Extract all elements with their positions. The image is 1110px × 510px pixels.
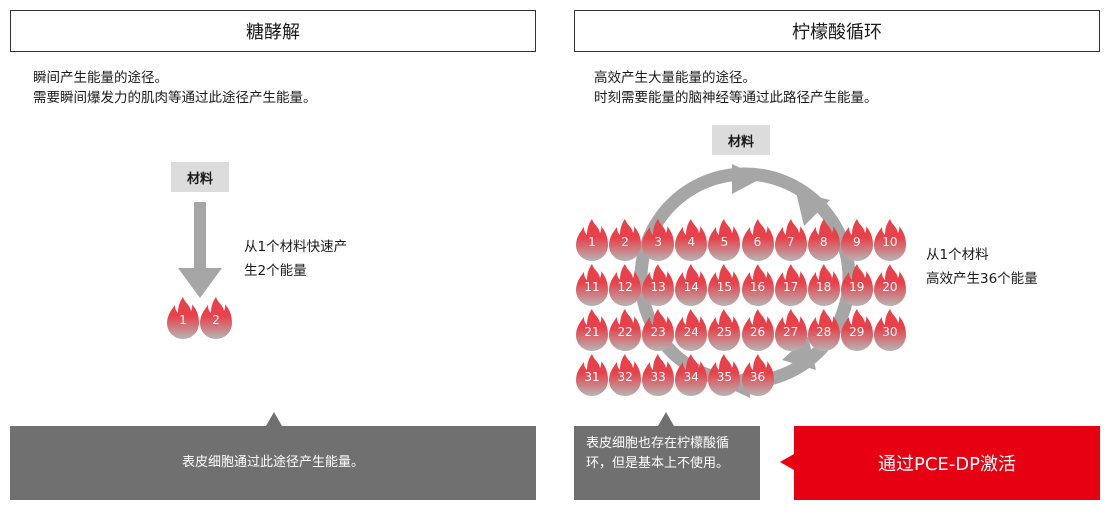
flame-number: 25 — [716, 325, 733, 339]
citric-cycle-callout-pointer — [658, 412, 674, 426]
flame-number: 23 — [650, 325, 666, 339]
flame-number: 12 — [617, 280, 633, 294]
flame-icon: 19 — [840, 263, 874, 307]
flame-number: 11 — [584, 280, 600, 294]
flame-number: 2 — [621, 235, 629, 249]
flame-number: 14 — [683, 280, 699, 294]
flame-number: 18 — [816, 280, 832, 294]
cycle-arrowhead-bottom-right — [782, 336, 816, 370]
flame-icon: 17 — [774, 263, 808, 307]
flame-icon: 3 — [641, 218, 675, 262]
flame-icon: 18 — [807, 263, 841, 307]
glycolysis-side-text: 从1个材料快速产 生2个能量 — [244, 239, 348, 279]
flame-icon: 21 — [575, 308, 609, 352]
flame-icon: 13 — [641, 263, 675, 307]
flame-icon: 29 — [840, 308, 874, 352]
flame-number: 31 — [584, 370, 600, 384]
flame-icon: 28 — [807, 308, 841, 352]
flame-icon: 2 — [608, 218, 642, 262]
flame-icon: 11 — [575, 263, 609, 307]
glycolysis-callout-pointer — [266, 412, 282, 426]
flame-number: 3 — [654, 235, 662, 249]
cycle-arrowhead-top — [732, 164, 762, 194]
flame-number: 19 — [849, 280, 865, 294]
flame-icon: 16 — [741, 263, 775, 307]
flame-icon: 12 — [608, 263, 642, 307]
citric-cycle-material-label: 材料 — [712, 125, 770, 155]
flame-icon: 23 — [641, 308, 675, 352]
flame-number: 13 — [650, 280, 666, 294]
flame-icon: 14 — [674, 263, 708, 307]
flame-number: 34 — [683, 370, 699, 384]
glycolysis-material-label: 材料 — [171, 162, 229, 192]
glycolysis-description: 瞬间产生能量的途径。 需要瞬间爆发力的肌肉等通过此途径产生能量。 — [33, 70, 317, 106]
citric-cycle-side-text: 从1个材料 高效产生36个能量 — [926, 247, 1038, 287]
flame-icon: 31 — [575, 353, 609, 397]
flame-number: 24 — [683, 325, 699, 339]
flame-number: 21 — [584, 325, 600, 339]
flame-icon: 6 — [741, 218, 775, 262]
flame-icon: 25 — [707, 308, 741, 352]
flame-number: 1 — [588, 235, 596, 249]
flame-icon: 32 — [608, 353, 642, 397]
flame-icon: 5 — [707, 218, 741, 262]
flame-number: 2 — [212, 313, 220, 327]
cycle-arrowhead-right — [796, 192, 830, 226]
flame-icon: 2 — [199, 296, 233, 340]
flame-number: 7 — [786, 235, 795, 249]
citric-cycle-description: 高效产生大量能量的途径。 时刻需要能量的脑神经等通过此路径产生能量。 — [594, 70, 878, 106]
flame-icon: 35 — [707, 353, 741, 397]
flame-number: 15 — [716, 280, 733, 294]
flame-number: 9 — [852, 235, 861, 249]
flame-number: 6 — [753, 235, 762, 249]
flame-number: 35 — [716, 370, 733, 384]
flame-number: 20 — [882, 280, 898, 294]
flame-icon: 7 — [774, 218, 808, 262]
flame-icon: 33 — [641, 353, 675, 397]
flame-icon: 26 — [741, 308, 775, 352]
flame-icon: 8 — [807, 218, 841, 262]
flame-icon: 24 — [674, 308, 708, 352]
flame-number: 16 — [749, 280, 766, 294]
flame-number: 27 — [782, 325, 799, 339]
flame-icon: 34 — [674, 353, 708, 397]
flame-number: 28 — [816, 325, 832, 339]
flame-number: 32 — [617, 370, 633, 384]
flame-number: 29 — [849, 325, 865, 339]
flame-number: 5 — [720, 235, 729, 249]
flame-number: 22 — [617, 325, 633, 339]
flame-icon: 27 — [774, 308, 808, 352]
flame-icon: 30 — [873, 308, 907, 352]
flame-number: 26 — [749, 325, 766, 339]
citric-cycle-title: 柠檬酸循环 — [574, 10, 1100, 52]
flame-number: 17 — [782, 280, 799, 294]
flame-number: 4 — [687, 235, 696, 249]
flame-number: 30 — [882, 325, 898, 339]
flame-icon: 10 — [873, 218, 907, 262]
citric-cycle-callout: 表皮细胞也存在柠檬酸循环，但是基本上不使用。 — [574, 426, 760, 500]
flame-icon: 1 — [575, 218, 609, 262]
flame-number: 8 — [819, 235, 828, 249]
flame-icon: 9 — [840, 218, 874, 262]
activation-pointer — [780, 454, 794, 470]
flame-icon: 22 — [608, 308, 642, 352]
flame-icon: 20 — [873, 263, 907, 307]
flame-icon: 1 — [166, 296, 200, 340]
flame-number: 36 — [749, 370, 766, 384]
flame-icon: 4 — [674, 218, 708, 262]
activation-box: 通过PCE-DP激活 — [794, 426, 1100, 500]
flame-icon: 15 — [707, 263, 741, 307]
glycolysis-title: 糖酵解 — [10, 10, 536, 52]
glycolysis-down-arrow — [178, 202, 222, 298]
flame-number: 10 — [882, 235, 898, 249]
flame-number: 1 — [179, 313, 187, 327]
glycolysis-callout: 表皮细胞通过此途径产生能量。 — [10, 426, 536, 500]
flame-number: 33 — [650, 370, 666, 384]
flame-icon: 36 — [741, 353, 775, 397]
